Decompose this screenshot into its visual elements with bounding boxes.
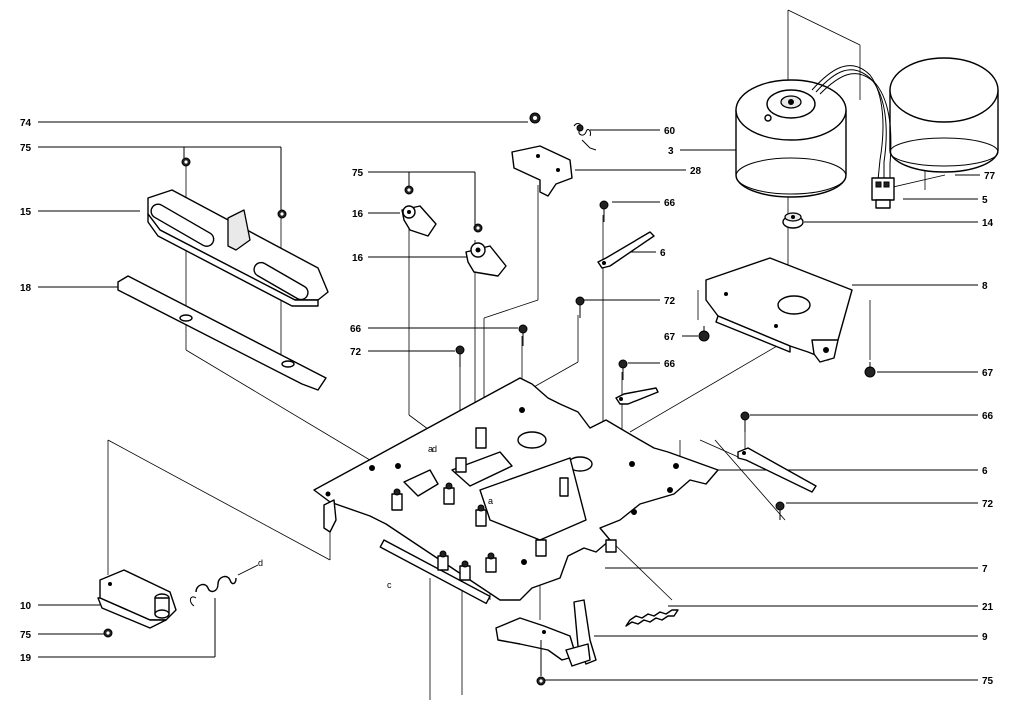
callout-15: 15 <box>20 207 32 218</box>
callout-18: 18 <box>20 283 32 294</box>
callout-60: 60 <box>664 126 676 137</box>
screws <box>455 200 876 520</box>
callout-72: 72 <box>982 499 994 510</box>
callout-labels: 74 75 15 18 75 16 16 66 72 60 28 66 6 72… <box>20 118 996 687</box>
callout-75: 75 <box>352 168 364 179</box>
callout-66: 66 <box>664 359 676 370</box>
part-16-levers <box>401 205 507 277</box>
callout-21: 21 <box>982 602 994 613</box>
callout-67: 67 <box>664 332 676 343</box>
callout-75: 75 <box>982 676 994 687</box>
callout-16: 16 <box>352 209 364 220</box>
callout-19: 19 <box>20 653 32 664</box>
callout-66: 66 <box>350 324 362 335</box>
callout-7: 7 <box>982 564 988 575</box>
callout-3: 3 <box>668 146 674 157</box>
part-3-motor <box>735 79 847 198</box>
mark-a: a <box>428 444 433 454</box>
part-10-arm <box>97 569 237 629</box>
c-clip-parts <box>103 112 546 686</box>
part-28-bracket <box>511 123 597 197</box>
callout-16: 16 <box>352 253 364 264</box>
callout-77: 77 <box>984 171 996 182</box>
callout-75: 75 <box>20 630 32 641</box>
callout-66: 66 <box>982 411 994 422</box>
letter-marks: a a c d d <box>258 444 493 590</box>
callout-72: 72 <box>664 296 676 307</box>
mark-d: d <box>258 558 263 568</box>
callout-5: 5 <box>982 195 988 206</box>
callout-10: 10 <box>20 601 32 612</box>
callout-8: 8 <box>982 281 988 292</box>
callout-74: 74 <box>20 118 32 129</box>
mark-c: c <box>387 580 392 590</box>
callout-75: 75 <box>20 143 32 154</box>
callout-28: 28 <box>690 166 702 177</box>
callout-6: 6 <box>660 248 666 259</box>
callout-67: 67 <box>982 368 994 379</box>
wires-and-connector <box>811 65 895 209</box>
callout-6: 6 <box>982 466 988 477</box>
part-8-bracket <box>705 257 853 363</box>
part-18-plate <box>117 275 327 391</box>
callout-14: 14 <box>982 218 994 229</box>
part-7-chassis <box>313 377 719 605</box>
part-9-lever <box>495 599 679 676</box>
callout-9: 9 <box>982 632 988 643</box>
part-77-drum <box>889 57 999 173</box>
mark-d: d <box>432 444 437 454</box>
callout-72: 72 <box>350 347 362 358</box>
mark-a: a <box>488 496 493 506</box>
part-15-slide <box>147 189 329 307</box>
part-6-rods <box>597 231 817 493</box>
leader-lines <box>38 121 980 681</box>
callout-66: 66 <box>664 198 676 209</box>
part-14-pulley <box>782 212 804 229</box>
